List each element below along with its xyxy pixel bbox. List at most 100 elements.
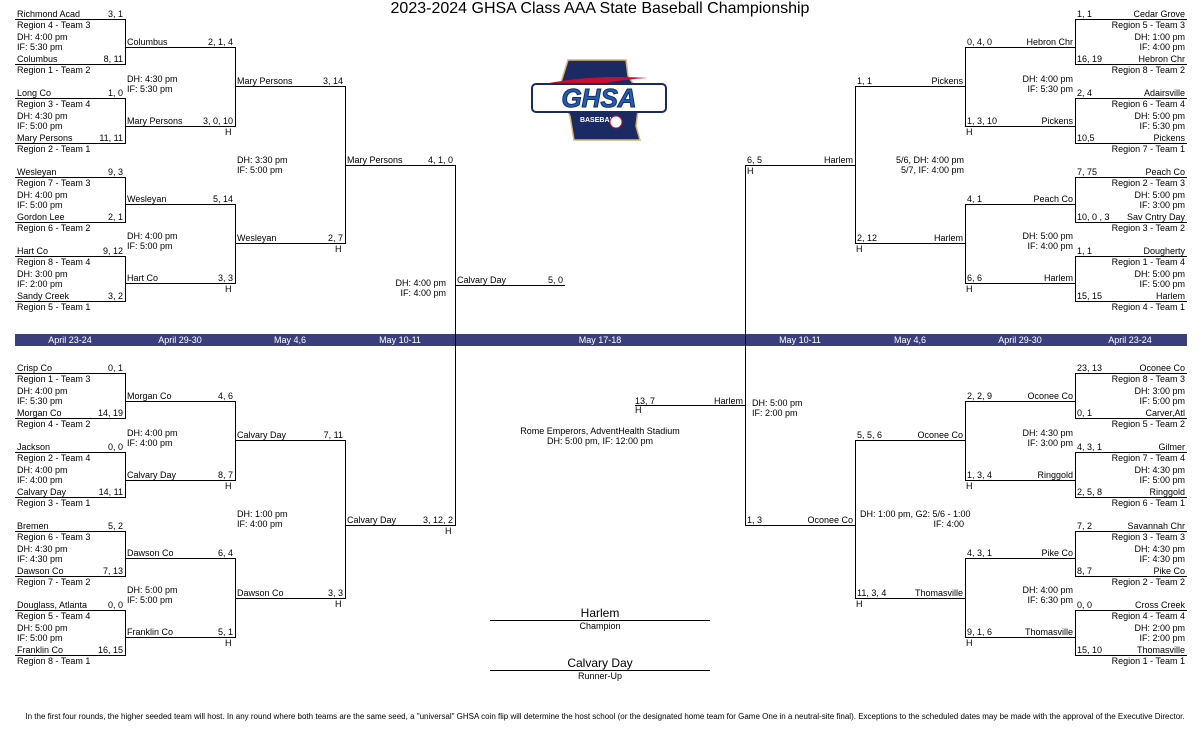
bracket-line [1075, 256, 1076, 302]
bracket-line [15, 497, 125, 498]
game-time: IF: 2:00 pm [752, 408, 798, 418]
team-seed: Region 1 - Team 4 [1111, 257, 1185, 267]
team-name: Ringgold [1037, 470, 1073, 480]
team-score: 0, 0 [107, 442, 123, 452]
team-name: Oconee Co [1139, 363, 1185, 373]
bracket-line [1075, 98, 1187, 99]
game-time: 5/7, IF: 4:00 pm [900, 164, 964, 175]
game-time: IF: 5:00 pm [17, 120, 63, 131]
game-time: DH: 4:30 pm [17, 110, 68, 121]
team-name: Hebron Chr [1026, 37, 1073, 47]
team-seed: Region 4 - Team 2 [17, 419, 91, 429]
bracket-line [15, 98, 125, 99]
team-name: Sav Cntry Day [1126, 212, 1185, 222]
bracket-line [125, 256, 126, 302]
team-score: 7, 2 [1077, 521, 1093, 531]
game-time: DH: 3:00 pm [17, 268, 68, 279]
bracket-line [125, 98, 126, 144]
game-time: IF: 5:00 pm [127, 240, 173, 251]
bracket-title: 2023-2024 GHSA Class AAA State Baseball … [390, 0, 810, 17]
game-time: IF: 5:00 pm [1139, 474, 1185, 485]
team-name: Peach Co [1145, 167, 1185, 177]
team-score: 2, 1, 4 [207, 37, 233, 47]
host-marker: H [635, 405, 642, 415]
bracket-line [965, 401, 1075, 402]
bracket-line [125, 126, 235, 127]
bracket-line [1075, 256, 1187, 257]
team-score: 15, 15 [1077, 291, 1103, 301]
bracket-line [15, 373, 125, 374]
team-seed: Region 7 - Team 4 [1111, 453, 1185, 463]
team-name: Gordon Lee [17, 212, 65, 222]
team-name: Franklin Co [127, 627, 174, 637]
game-time: IF: 5:00 pm [1139, 395, 1185, 406]
team-score: 16, 19 [1077, 54, 1103, 64]
team-seed: Region 6 - Team 2 [17, 223, 91, 233]
bracket-line [345, 165, 455, 166]
bracket-line [965, 47, 1075, 48]
team-score: 2, 5, 8 [1077, 487, 1103, 497]
game-time: IF: 4:00 pm [237, 519, 283, 529]
bracket-line [855, 86, 965, 87]
team-score: 15, 10 [1077, 645, 1103, 655]
team-score: 1, 1 [1077, 246, 1093, 256]
team-name: Oconee Co [1027, 391, 1073, 401]
team-score: 3, 14 [322, 76, 343, 86]
team-score: 7, 11 [323, 430, 343, 440]
bracket-line [125, 480, 235, 481]
bracket-line [1075, 418, 1187, 419]
champion-line [490, 620, 710, 621]
game-time: DH: 4:30 pm [17, 543, 68, 554]
team-score: 5, 14 [212, 194, 233, 204]
bracket-line [125, 610, 126, 656]
game-time: IF: 5:00 pm [237, 164, 283, 175]
game-time: IF: 5:30 pm [1139, 120, 1185, 131]
host-marker: H [225, 127, 232, 137]
team-seed: Region 7 - Team 1 [1111, 144, 1185, 154]
team-name: Mary Persons [17, 133, 73, 143]
team-name: Sandy Creek [17, 291, 70, 301]
team-name: Harlem [1155, 291, 1185, 301]
team-score: 4, 1 [967, 194, 983, 204]
bracket-line [125, 47, 235, 48]
team-name: Savannah Chr [1127, 521, 1185, 531]
round-date-label: April 29-30 [998, 335, 1042, 345]
team-score: 4, 1, 0 [427, 155, 453, 165]
bracket-line [1075, 177, 1187, 178]
team-name: Dawson Co [127, 548, 174, 558]
team-name: Hart Co [17, 246, 49, 256]
bracket-line [1075, 452, 1187, 453]
game-time: IF: 5:30 pm [17, 41, 63, 52]
team-score: 9, 12 [102, 246, 123, 256]
bracket-line [125, 283, 235, 284]
game-time: IF: 4:30 pm [1139, 553, 1185, 564]
team-name: Gilmer [1158, 442, 1186, 452]
team-score: 13, 7 [635, 396, 656, 406]
game-time: DH: 4:00 pm [395, 278, 446, 288]
team-name: Calvary Day [17, 487, 67, 497]
game-time: IF: 3:00 pm [1139, 199, 1185, 210]
host-marker: H [225, 284, 232, 294]
game-time: IF: 2:00 pm [17, 278, 63, 289]
team-name: Oconee Co [917, 430, 963, 440]
game-time: DH: 4:00 pm [1022, 584, 1073, 595]
team-score: 3, 3 [327, 588, 343, 598]
team-score: 2, 7 [327, 233, 343, 243]
team-name: Franklin Co [17, 645, 64, 655]
team-score: 14, 11 [98, 487, 123, 497]
bracket-line [1075, 373, 1187, 374]
bracket-line [855, 86, 856, 244]
team-name: Adairsville [1143, 88, 1185, 98]
game-time: DH: 1:00 pm [1134, 31, 1185, 42]
team-score: 9, 1, 6 [967, 627, 993, 637]
logo-text-plate [531, 83, 667, 113]
team-seed: Region 6 - Team 1 [1111, 498, 1185, 508]
bracket-line [1075, 301, 1187, 302]
game-time: DH: 5:00 pm [17, 622, 68, 633]
bracket-line [1075, 373, 1076, 419]
round-date-label: May 10-11 [779, 335, 821, 345]
team-seed: Region 3 - Team 1 [17, 498, 91, 508]
team-score: 2, 4 [1077, 88, 1093, 98]
game-time: 5/6, DH: 4:00 pm [895, 154, 964, 165]
team-seed: Region 5 - Team 3 [1111, 20, 1185, 30]
